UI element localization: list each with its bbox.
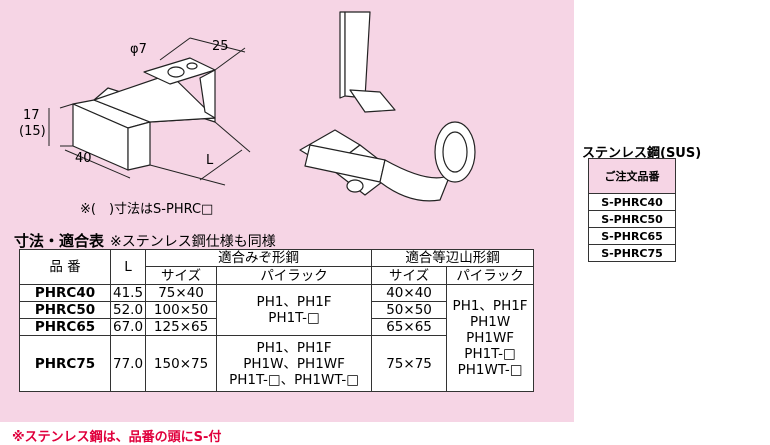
sus-item: S-PHRC50: [588, 210, 676, 228]
sus-item: S-PHRC65: [588, 227, 676, 245]
section-title: 寸法・適合表 ※ステンレス鋼仕様も同様: [14, 230, 276, 251]
hinban-cell: PHRC75: [19, 335, 111, 392]
header-L: L: [109, 249, 147, 285]
table-row: PHRC40 41.5 75×40 PH1、PH1F PH1T-□ 40×40 …: [19, 284, 535, 392]
dim-17: 17: [23, 108, 40, 123]
sus-header: ご注文品番: [588, 158, 676, 194]
size1-cell: 150×75: [145, 335, 218, 392]
size1-cell: 125×65: [145, 318, 218, 336]
dim-L: L: [206, 153, 214, 168]
pipe2-line: PH1、PH1F: [452, 298, 528, 314]
pipe1-line: PH1W、PH1WF: [243, 355, 345, 372]
pipe2-cell: PH1、PH1F PH1W PH1WF PH1T-□ PH1WT-□: [446, 284, 535, 392]
header-hinban: 品 番: [19, 249, 111, 285]
hinban-cell: PHRC65: [19, 318, 111, 336]
pipe1-line: PH1、PH1F: [256, 294, 332, 310]
dimension-table: 品 番 L 適合みぞ形鋼 適合等辺山形鋼 サイズ パイラック サイズ パイラック…: [19, 249, 535, 392]
pipe2-line: PH1WT-□: [457, 362, 523, 378]
header-pipe-1: パイラック: [216, 266, 373, 285]
pipe1-line: PH1T-□: [268, 310, 320, 326]
size2-cell: 65×65: [371, 318, 448, 336]
header-pipe-2: パイラック: [446, 266, 535, 285]
pipe1-line: PH1、PH1F: [256, 339, 332, 356]
L-cell: 77.0: [109, 335, 147, 392]
sus-item: S-PHRC40: [588, 193, 676, 211]
size1-cell: 75×40: [145, 284, 218, 302]
sus-title: ステンレス鋼(SUS): [582, 146, 702, 161]
pipe2-line: PH1T-□: [464, 346, 516, 362]
hinban-cell: PHRC40: [19, 284, 111, 302]
header-channel: 適合みぞ形鋼: [145, 249, 373, 267]
pipe2-line: PH1W: [469, 314, 511, 330]
size2-cell: 50×50: [371, 301, 448, 319]
table-row: PHRC65 67.0 125×65 65×65: [19, 318, 534, 336]
dim-40: 40: [75, 151, 92, 166]
hinban-cell: PHRC50: [19, 301, 111, 319]
pipe2-line: PH1WF: [466, 330, 515, 346]
table-row: PHRC50 52.0 100×50 50×50: [19, 301, 534, 319]
header-angle: 適合等辺山形鋼: [371, 249, 535, 267]
pipe1-cell-b: PH1、PH1F PH1W、PH1WF PH1T-□、PH1WT-□: [216, 335, 373, 392]
size2-cell: 40×40: [371, 284, 448, 302]
section-title-main: 寸法・適合表: [14, 232, 105, 250]
product-drawing: [48, 11, 476, 202]
dim-25: 25: [212, 39, 229, 54]
header-size-2: サイズ: [371, 266, 448, 285]
header-size-1: サイズ: [145, 266, 218, 285]
section-subtitle: ※ステンレス鋼仕様も同様: [110, 234, 276, 250]
footnote: ※ステンレス鋼は、品番の頭にS-付: [12, 430, 222, 445]
sus-item: S-PHRC75: [588, 244, 676, 262]
dim-15: (15): [19, 124, 46, 139]
L-cell: 41.5: [109, 284, 147, 302]
dimension-note: ※( )寸法はS-PHRC□: [80, 202, 214, 217]
pipe1-cell-a: PH1、PH1F PH1T-□: [216, 284, 373, 336]
size2-cell: 75×75: [371, 335, 448, 392]
table-row: PHRC75 77.0 150×75 PH1、PH1F PH1W、PH1WF P…: [19, 335, 534, 392]
dim-phi7: φ7: [130, 42, 147, 57]
pipe1-line: PH1T-□、PH1WT-□: [229, 371, 359, 388]
size1-cell: 100×50: [145, 301, 218, 319]
L-cell: 67.0: [109, 318, 147, 336]
L-cell: 52.0: [109, 301, 147, 319]
sus-table: ご注文品番 S-PHRC40 S-PHRC50 S-PHRC65 S-PHRC7…: [588, 158, 676, 262]
